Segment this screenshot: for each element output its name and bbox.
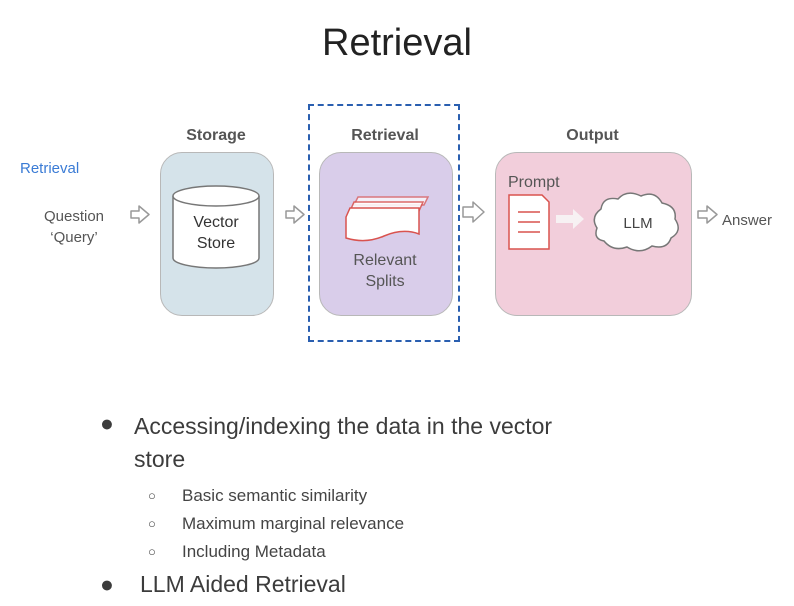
question-query-label: Question ‘Query’ (28, 206, 120, 248)
arrow-right-icon (285, 205, 305, 224)
cloud-icon (593, 192, 679, 252)
bullet-line: store (134, 446, 186, 472)
vector-store-line-2: Store (196, 235, 236, 252)
sub-bullet-text: Basic semantic similarity (182, 486, 368, 505)
output-heading: Output (566, 127, 619, 144)
sub-bullet-item: ○ Including Metadata (148, 538, 648, 566)
relevant-splits-line-1: Relevant (353, 252, 417, 269)
retrieval-heading: Retrieval (351, 127, 419, 144)
relevant-splits-label: Relevant Splits (319, 250, 451, 292)
arrow-right-icon (697, 205, 718, 224)
arrow-right-icon (462, 201, 485, 223)
sub-bullet-item: ○ Maximum marginal relevance (148, 510, 648, 538)
bullet-dot-icon: ● (100, 410, 114, 436)
arrow-right-icon (556, 209, 584, 229)
relevant-splits-line-2: Splits (365, 273, 405, 290)
sub-bullet-text: Maximum marginal relevance (182, 514, 405, 533)
sub-bullet-text: Including Metadata (182, 542, 326, 561)
sub-bullet-item: ○ Basic semantic similarity (148, 482, 648, 510)
query-label: ‘Query’ (50, 229, 98, 246)
storage-heading: Storage (186, 127, 246, 144)
circle-bullet-icon: ○ (148, 516, 156, 531)
bullet-list: ● Accessing/indexing the data in the vec… (100, 410, 750, 476)
bullet-dot-icon: ● (100, 571, 114, 597)
llm-label: LLM (623, 215, 653, 232)
circle-bullet-icon: ○ (148, 488, 156, 503)
question-label: Question (43, 208, 105, 225)
sub-bullet-list: ○ Basic semantic similarity ○ Maximum ma… (148, 482, 648, 566)
page-title: Retrieval (322, 22, 472, 64)
database-cylinder-icon (172, 185, 260, 269)
retrieval-highlight-frame (308, 104, 460, 342)
retrieval-side-label: Retrieval (20, 160, 80, 177)
vector-store-line-1: Vector (193, 214, 239, 231)
bullet-item: ● Accessing/indexing the data in the vec… (100, 410, 750, 476)
bullet-line: LLM Aided Retrieval (140, 571, 346, 597)
arrow-right-icon (130, 205, 150, 224)
prompt-document-icon (508, 194, 550, 250)
vector-store-label: Vector Store (173, 212, 259, 254)
prompt-label: Prompt (508, 174, 560, 191)
bullet-line: Accessing/indexing the data in the vecto… (134, 413, 553, 439)
circle-bullet-icon: ○ (148, 544, 156, 559)
bullet-item: ● LLM Aided Retrieval (100, 568, 750, 601)
answer-label: Answer (722, 212, 773, 229)
document-stack-icon (345, 196, 430, 242)
